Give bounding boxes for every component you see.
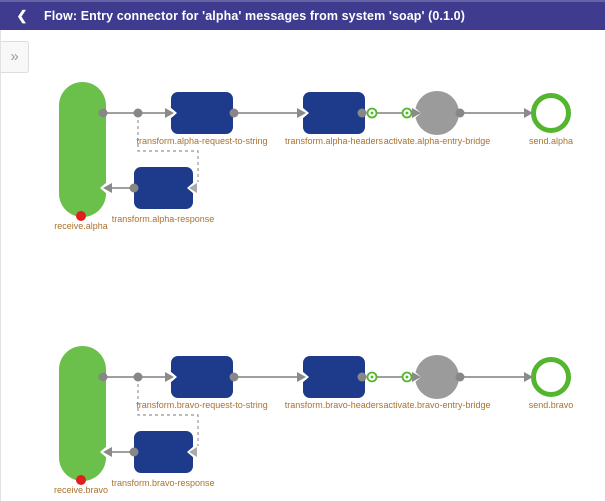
- node-label: transform.alpha-response: [111, 214, 215, 224]
- node-label: transform.bravo-response: [111, 478, 215, 488]
- receiver-node-alpha[interactable]: [59, 82, 107, 217]
- sidebar-expand-button[interactable]: »: [1, 41, 29, 73]
- receiver-node-bravo[interactable]: [59, 346, 107, 481]
- return-notch: [100, 446, 107, 458]
- node-label: send.bravo: [528, 400, 574, 410]
- send-node-alpha[interactable]: [531, 93, 571, 133]
- transform-headers-node-bravo[interactable]: [302, 356, 365, 398]
- transform-headers-node-alpha[interactable]: [302, 92, 365, 134]
- input-notch: [414, 371, 421, 383]
- return-notch: [100, 182, 107, 194]
- header-bar: ❮ Flow: Entry connector for 'alpha' mess…: [0, 0, 605, 30]
- input-notch: [302, 107, 309, 119]
- node-label: receive.alpha: [54, 221, 108, 231]
- transform-response-node-alpha[interactable]: [134, 167, 194, 209]
- input-notch: [187, 446, 194, 458]
- input-notch: [170, 107, 177, 119]
- page-title: Flow: Entry connector for 'alpha' messag…: [44, 9, 465, 23]
- input-notch: [187, 182, 194, 194]
- back-button[interactable]: ❮: [0, 2, 44, 30]
- transform-request-node-bravo[interactable]: [170, 356, 233, 398]
- transform-request-node-alpha[interactable]: [170, 92, 233, 134]
- chevron-left-icon: ❮: [16, 8, 28, 23]
- node-label: receive.bravo: [53, 485, 109, 495]
- error-status-dot: [76, 475, 86, 485]
- transform-response-node-bravo[interactable]: [134, 431, 194, 473]
- input-notch: [414, 107, 421, 119]
- send-node-bravo[interactable]: [531, 357, 571, 397]
- error-status-dot: [76, 211, 86, 221]
- input-notch: [170, 371, 177, 383]
- node-label: send.alpha: [528, 136, 574, 146]
- activate-bridge-node-bravo[interactable]: [414, 355, 459, 399]
- activate-bridge-node-alpha[interactable]: [414, 91, 459, 135]
- input-notch: [302, 371, 309, 383]
- chevrons-right-icon: »: [10, 48, 19, 65]
- flow-canvas: »: [0, 30, 605, 501]
